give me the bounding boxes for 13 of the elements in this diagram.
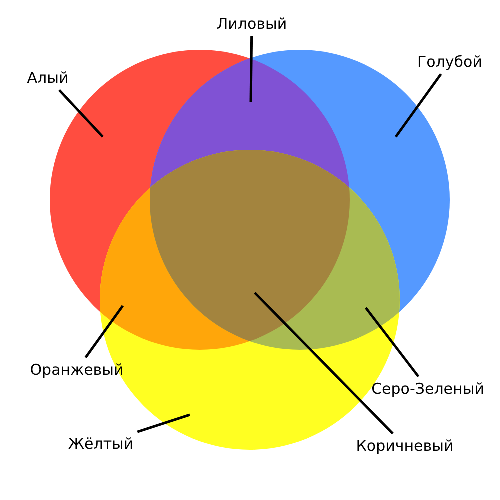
leader-line xyxy=(250,36,254,102)
region-label: Серо-Зеленый xyxy=(372,380,484,398)
leader-line xyxy=(58,89,104,138)
region-label: Лиловый xyxy=(216,16,288,32)
leader-line xyxy=(137,414,190,434)
leader-line xyxy=(365,307,420,378)
region-label: Коричневый xyxy=(356,438,454,454)
leader-line xyxy=(84,305,124,358)
region-label: Жёлтый xyxy=(68,436,134,452)
region-label: Алый xyxy=(27,70,69,86)
region-label: Голубой xyxy=(418,54,482,70)
leader-line xyxy=(254,292,394,435)
leader-line xyxy=(394,74,442,138)
